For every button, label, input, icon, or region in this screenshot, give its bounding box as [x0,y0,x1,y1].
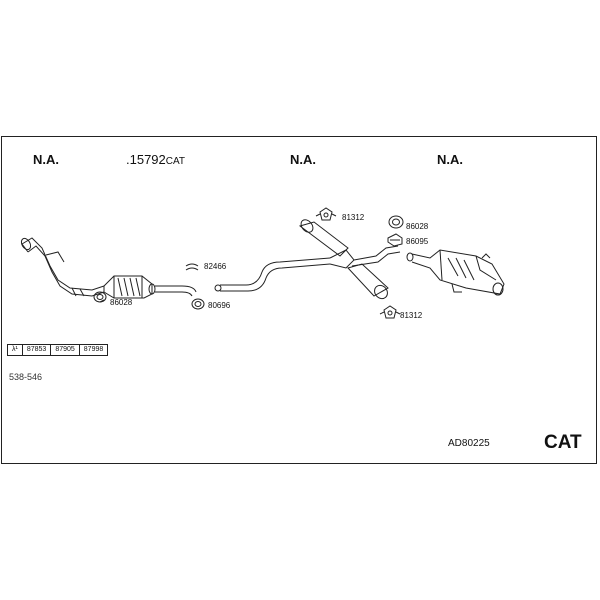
ref-table-code-2: 87905 [51,345,80,355]
type-label: CAT [544,432,582,453]
part-number-86028-right: 86028 [406,222,429,231]
mount-81312-top [315,207,337,221]
diagram-frame [1,136,597,464]
main-part-label: .15792CAT [126,152,185,167]
part-number-86028-left: 86028 [110,298,133,307]
clamp-86095 [387,233,403,247]
part-number-82466: 82466 [204,262,227,271]
range-label: 538-546 [9,372,43,382]
middle-silencers [298,219,401,300]
rear-muffler [406,249,505,296]
na-label-2: N.A. [290,152,316,167]
clamp-80696 [191,298,205,310]
gasket-86028-right [388,215,404,229]
main-part-number: .15792 [126,152,166,167]
na-label-1: N.A. [33,152,59,167]
ref-table-code-1: 87853 [23,345,52,355]
ref-table-code-3: 87998 [83,346,104,353]
intermediate-pipe [214,257,331,292]
part-number-81312-top: 81312 [342,213,365,222]
catalytic-converter [103,275,197,299]
part-number-80696: 80696 [208,301,231,310]
main-part-suffix: CAT [165,156,186,167]
reference-table: λ¹ 87853 87905 87998 [7,344,109,356]
ref-table-symbol: λ¹ [8,345,23,355]
clamp-86028-left [93,291,107,303]
mount-81312-bottom [379,305,401,319]
clamp-82466 [185,263,199,271]
front-pipe [20,237,105,297]
part-number-81312-bottom: 81312 [400,311,423,320]
kit-number: AD80225 [448,438,490,449]
na-label-3: N.A. [437,152,463,167]
part-number-86095: 86095 [406,237,429,246]
